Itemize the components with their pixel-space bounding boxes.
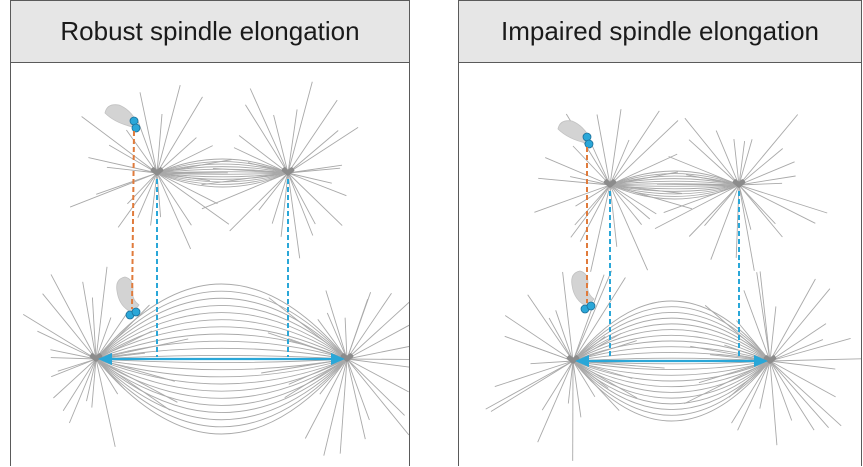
- astral-microtubule: [274, 115, 288, 173]
- astral-microtubule: [739, 139, 752, 185]
- panel-title: Impaired spindle elongation: [459, 1, 861, 63]
- spindle-microtubule: [573, 361, 770, 404]
- spindle-diagram-svg: [459, 63, 861, 467]
- astral-microtubule: [288, 109, 297, 173]
- astral-microtubule: [347, 359, 409, 360]
- astral-microtubule: [347, 314, 409, 359]
- spindle-diagram-svg: [11, 63, 409, 467]
- astral-microtubule: [711, 185, 739, 260]
- astral-microtubule: [157, 138, 196, 173]
- astral-microtubule: [770, 361, 777, 445]
- astral-microtubule: [549, 318, 573, 361]
- astral-microtubule: [288, 173, 346, 196]
- astral-microtubule: [770, 361, 829, 428]
- astral-microtubule: [739, 115, 798, 186]
- astral-microtubule: [58, 359, 96, 371]
- panel-title: Robust spindle elongation: [11, 1, 409, 63]
- astral-microtubule: [505, 316, 573, 362]
- astral-microtubule: [157, 173, 229, 224]
- astral-microtubule: [538, 178, 610, 185]
- astral-microtubule: [739, 162, 795, 185]
- kinetochore: [132, 308, 140, 316]
- astral-microtubule: [347, 359, 409, 435]
- chromosome: [558, 121, 593, 148]
- robust-elongation-panel: Robust spindle elongation: [10, 0, 410, 466]
- astral-microtubule: [288, 173, 300, 258]
- astral-microtubule: [685, 118, 739, 185]
- astral-microtubule: [37, 331, 96, 359]
- astral-microtubule: [770, 361, 835, 369]
- astral-microtubule: [70, 173, 157, 207]
- kinetochore: [585, 140, 593, 148]
- astral-microtubule: [610, 121, 678, 186]
- astral-microtubule: [288, 100, 337, 173]
- astral-microtubule: [610, 109, 621, 185]
- chromosome: [105, 105, 140, 132]
- astral-microtubule: [770, 361, 792, 421]
- impaired-elongation-panel: Impaired spindle elongation: [458, 0, 862, 466]
- astral-microtubule: [69, 359, 96, 423]
- astral-microtubule: [23, 314, 96, 359]
- astral-microtubule: [770, 359, 861, 361]
- astral-microtubule: [738, 361, 770, 430]
- spindle-microtubule: [96, 341, 347, 359]
- astral-microtubule: [347, 293, 392, 359]
- astral-microtubule: [347, 359, 369, 420]
- astral-microtubule: [534, 185, 610, 212]
- astral-microtubule: [770, 324, 826, 361]
- elongated-spindle: [23, 267, 409, 456]
- astral-microtubule: [739, 185, 754, 271]
- astral-microtubule: [739, 185, 815, 223]
- chromosome-body: [572, 271, 594, 307]
- astral-microtubule: [127, 173, 157, 204]
- elongated-spindle: [486, 271, 861, 461]
- astral-microtubule: [739, 141, 745, 185]
- astral-microtubule: [347, 359, 409, 371]
- spindle-microtubule: [96, 359, 347, 413]
- astral-microtubule: [538, 361, 573, 442]
- spindle-diagram: [11, 63, 409, 466]
- astral-microtubule: [770, 338, 851, 361]
- kinetochore: [587, 302, 595, 310]
- astral-microtubule: [570, 177, 610, 185]
- spindle-microtubule: [96, 359, 347, 377]
- astral-microtubule: [96, 173, 157, 194]
- astral-microtubule: [51, 274, 96, 359]
- spindle-microtubule: [96, 359, 347, 427]
- chromosome: [117, 277, 140, 319]
- astral-microtubule: [545, 158, 610, 185]
- astral-microtubule: [347, 359, 365, 439]
- astral-microtubule: [770, 289, 830, 361]
- chromosome-distance-guide: [132, 131, 134, 309]
- chromosome-body: [117, 277, 139, 313]
- astral-microtubule: [491, 361, 573, 412]
- astral-microtubule: [157, 173, 191, 249]
- astral-microtubule: [770, 279, 815, 361]
- chromosome: [572, 271, 595, 313]
- spindle-diagram: [459, 63, 861, 466]
- astral-microtubule: [347, 359, 409, 392]
- astral-microtubule: [610, 185, 617, 247]
- spindle-microtubule: [573, 318, 770, 361]
- astral-microtubule: [347, 359, 405, 415]
- spindle-microtubule: [573, 347, 770, 361]
- astral-microtubule: [43, 294, 96, 359]
- astral-microtubule: [288, 173, 313, 236]
- astral-microtubule: [770, 361, 836, 397]
- astral-microtubule: [288, 173, 342, 226]
- astral-microtubule: [347, 346, 409, 359]
- astral-microtubule: [250, 89, 288, 174]
- astral-microtubule: [288, 173, 315, 224]
- spindle-microtubule: [96, 359, 347, 434]
- astral-microtubule: [573, 146, 610, 185]
- astral-microtubule: [610, 185, 648, 270]
- astral-microtubule: [505, 336, 573, 361]
- kinetochore: [132, 124, 140, 132]
